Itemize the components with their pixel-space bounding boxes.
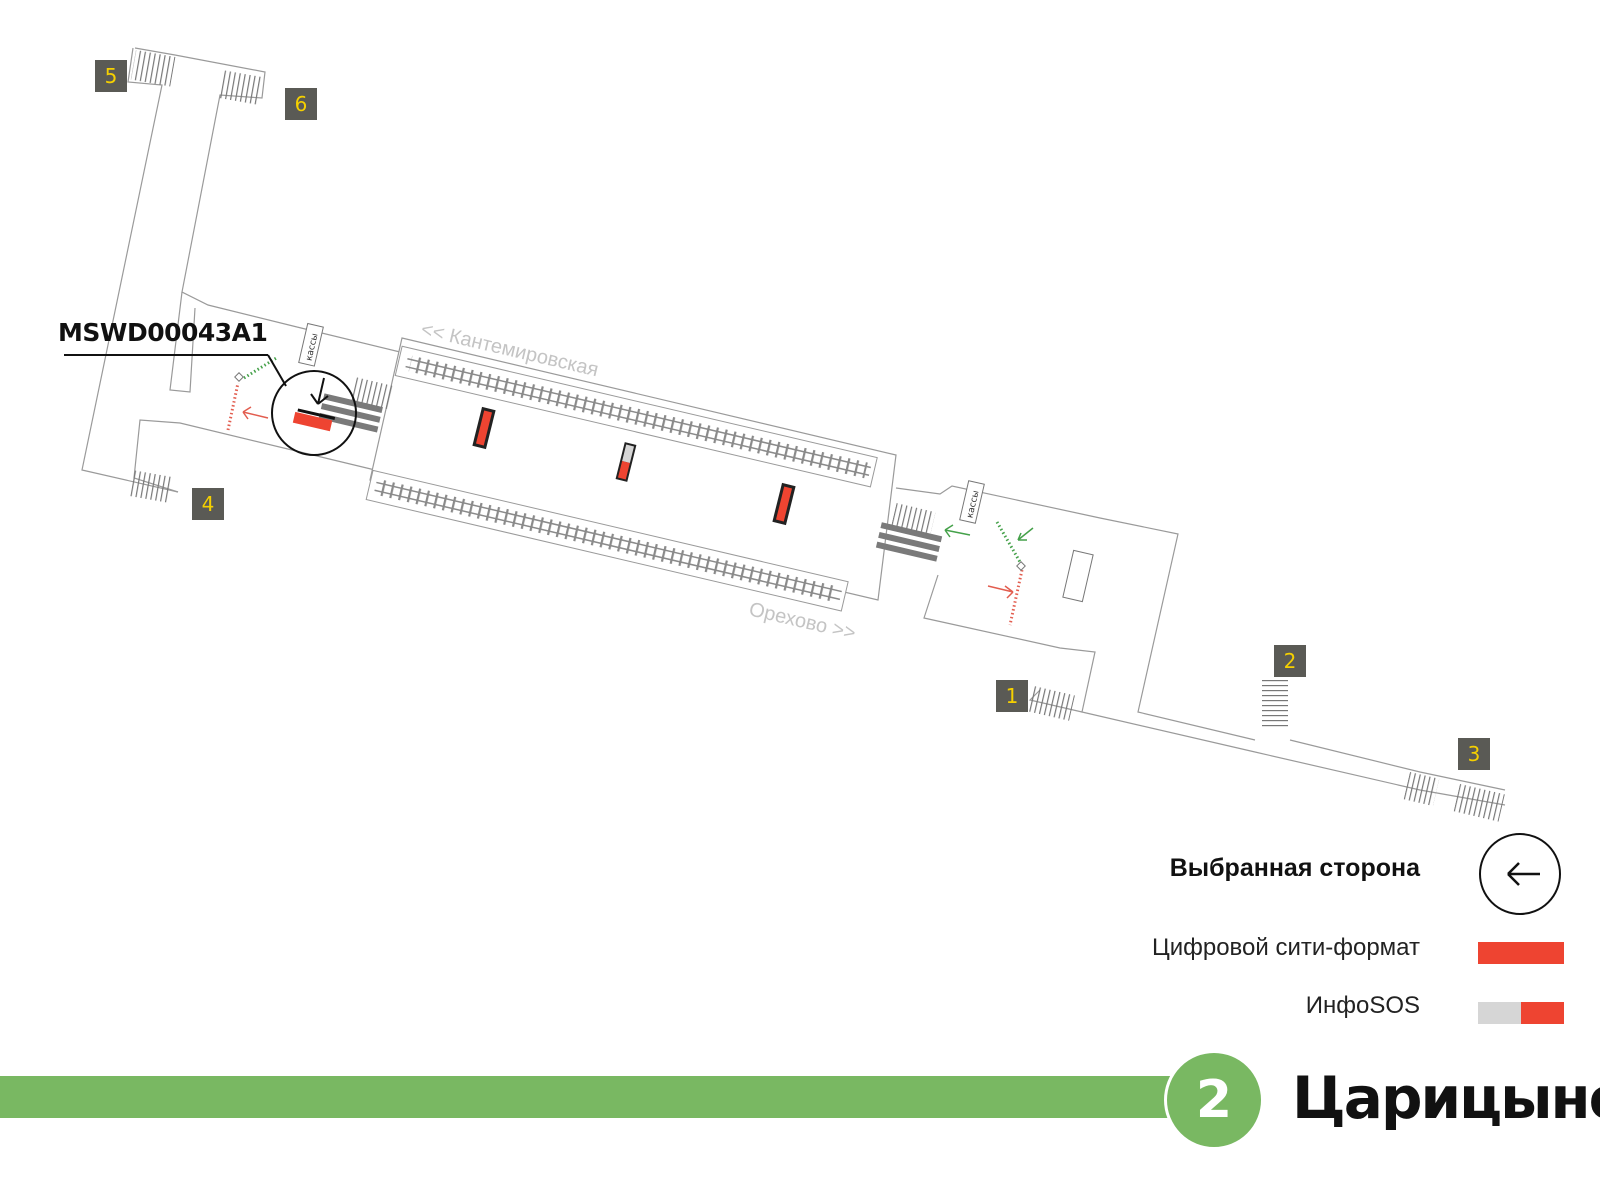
- digital-city-format-carrier: [772, 482, 796, 526]
- stairs-exit-6: [217, 69, 264, 105]
- entrance-arrow-icon: [1017, 527, 1034, 541]
- exit-badge-2: 2: [1274, 645, 1306, 677]
- metro-line-bar: [0, 1076, 1170, 1118]
- legend-infosos: ИнфоSOS: [1305, 992, 1420, 1019]
- station-name: Царицыно: [1292, 1064, 1600, 1132]
- exit-arrow-icon: [242, 406, 269, 420]
- entrance-arrow-icon: [944, 524, 971, 538]
- ticket-office-west: кассы: [298, 322, 324, 367]
- infosos-carrier: [615, 442, 637, 482]
- exit-badge-1: 1: [996, 680, 1028, 712]
- exit-badge-4: 4: [192, 488, 224, 520]
- ad-carrier-id: MSWD00043A1: [58, 318, 268, 347]
- exit-arrow-icon: [987, 585, 1014, 599]
- down-arrow-icon: [310, 377, 329, 405]
- line-number-badge: 2: [1164, 1050, 1264, 1150]
- turnstiles-east: [944, 521, 1034, 626]
- platform: [365, 337, 897, 612]
- stairs-exit-5: [130, 50, 176, 87]
- stairs-exit-4: [127, 470, 174, 503]
- exit-badge-3: 3: [1458, 738, 1490, 770]
- stairs-exit-3a: [1403, 771, 1440, 807]
- stairs-exit-2: [1262, 680, 1288, 730]
- left-arrow-in-circle-icon: [1479, 833, 1561, 915]
- legend-digital-city-format: Цифровой сити-формат: [1151, 934, 1420, 961]
- exit-badge-5: 5: [95, 60, 127, 92]
- escalator-east: [875, 503, 943, 562]
- turnstiles-west: [226, 355, 279, 431]
- digital-city-format-carrier: [472, 406, 496, 450]
- selected-carrier-circle[interactable]: [271, 370, 357, 456]
- stairs-exit-1: [1028, 686, 1075, 721]
- east-vestibule: [895, 485, 1506, 806]
- legend-swatch-infosos: [1478, 1002, 1564, 1024]
- selected-carrier: [292, 408, 336, 432]
- exit-badge-6: 6: [285, 88, 317, 120]
- ticket-office-east: кассы: [959, 480, 985, 524]
- stairs-exit-3b: [1453, 784, 1505, 822]
- east-service-room: [1062, 549, 1094, 603]
- legend-selected-side: Выбранная сторона: [1169, 854, 1420, 882]
- ad-callout-leader: [267, 354, 287, 387]
- legend-swatch-digital-city-format: [1478, 942, 1564, 964]
